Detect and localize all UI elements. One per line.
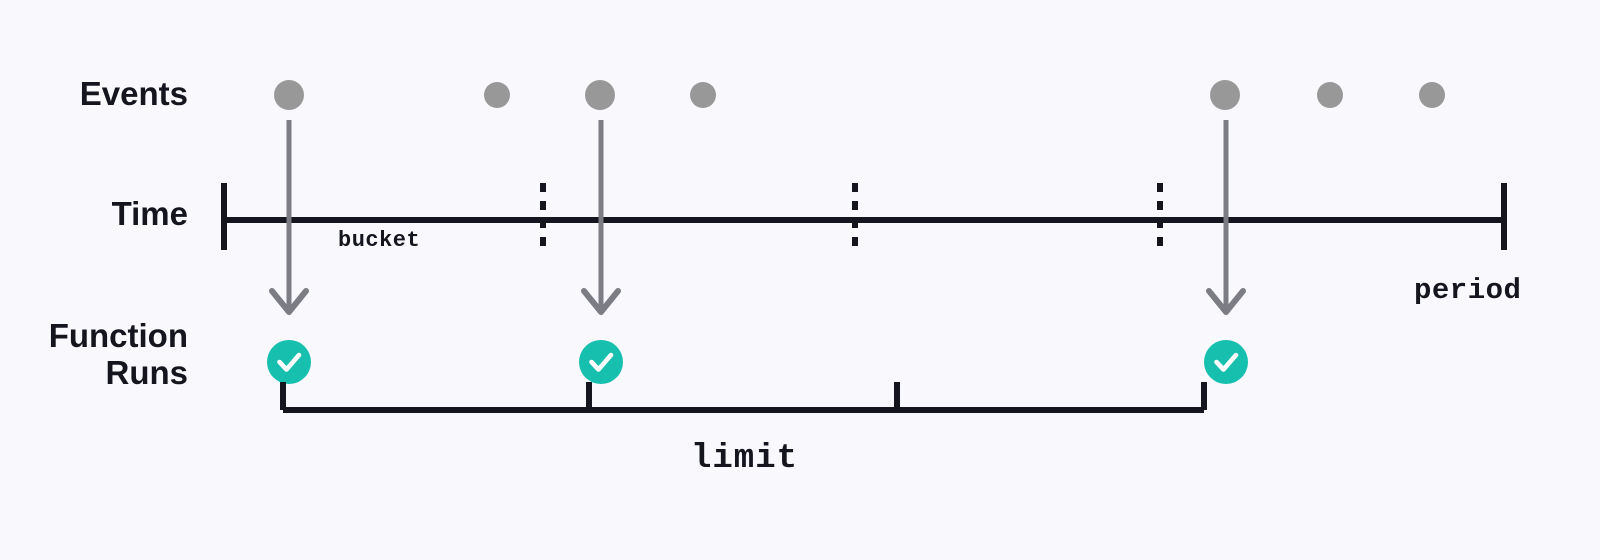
trigger-arrows xyxy=(269,120,1246,315)
event-dot xyxy=(690,82,716,108)
function-run-success-circle xyxy=(579,340,623,384)
event-dot xyxy=(1317,82,1343,108)
row-label-events: Events xyxy=(79,75,188,112)
event-dot xyxy=(1210,80,1240,110)
trigger-arrow-head xyxy=(1206,288,1246,315)
event-dot xyxy=(1419,82,1445,108)
check-icon xyxy=(589,352,614,372)
row-label-time: Time xyxy=(111,195,188,232)
trigger-arrow-head xyxy=(581,288,621,315)
function-run-success-circle xyxy=(267,340,311,384)
bucket-annotation-label: bucket xyxy=(338,228,421,253)
event-dot xyxy=(585,80,615,110)
limit-annotation-label: limit xyxy=(691,440,799,478)
period-annotation-label: period xyxy=(1414,274,1522,307)
row-label-function-runs: Function Runs xyxy=(48,317,188,391)
check-icon xyxy=(1214,352,1239,372)
function-run-markers xyxy=(267,340,1248,384)
event-dot xyxy=(274,80,304,110)
event-dots xyxy=(274,80,1445,110)
check-icon xyxy=(277,352,302,372)
trigger-arrow-head xyxy=(269,288,309,315)
limit-bracket xyxy=(280,382,1207,413)
event-dot xyxy=(484,82,510,108)
function-run-success-circle xyxy=(1204,340,1248,384)
bucket-boundary-ticks xyxy=(540,183,1163,250)
time-axis xyxy=(221,183,1507,250)
